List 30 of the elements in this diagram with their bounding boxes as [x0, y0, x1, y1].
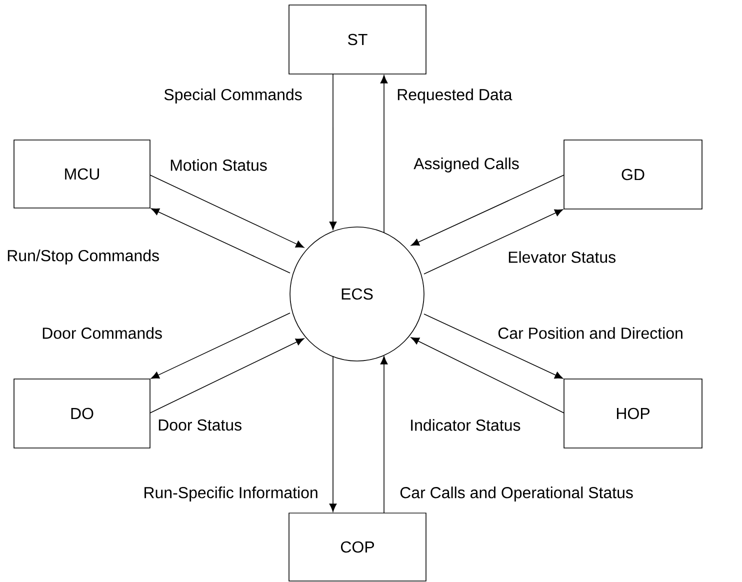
arrow [410, 174, 564, 246]
arrow [150, 312, 290, 379]
process-box: MCU [14, 140, 150, 208]
edge-label: Door Commands [40, 326, 164, 340]
process-box: ST [288, 4, 426, 74]
arrow [150, 208, 290, 274]
edge-label: Car Calls and Operational Status [398, 485, 635, 503]
edge-label: Indicator Status [408, 418, 522, 432]
edge-label: Run-Specific Information [142, 485, 320, 503]
arrow [329, 356, 337, 512]
edge-label: Run/Stop Commands [5, 248, 161, 266]
arrow [329, 74, 337, 230]
arrow [150, 338, 304, 414]
process-box: GD [564, 140, 702, 210]
edge-label: Car Position and Direction [496, 326, 685, 340]
edge-label: Requested Data [395, 87, 514, 105]
arrow [380, 356, 388, 514]
edge-label: Elevator Status [506, 250, 618, 264]
arrow [424, 314, 564, 379]
arrow [380, 75, 388, 234]
arrow [150, 174, 304, 248]
process-box: COP [288, 512, 426, 582]
arrow [424, 209, 564, 274]
process-box: HOP [564, 378, 702, 448]
process-box: DO [14, 378, 150, 448]
edge-label: Door Status [156, 418, 244, 432]
edge-label: Motion Status [168, 158, 269, 172]
arrow [410, 337, 564, 414]
edge-label: Assigned Calls [412, 156, 521, 174]
edge-label: Special Commands [162, 87, 304, 105]
